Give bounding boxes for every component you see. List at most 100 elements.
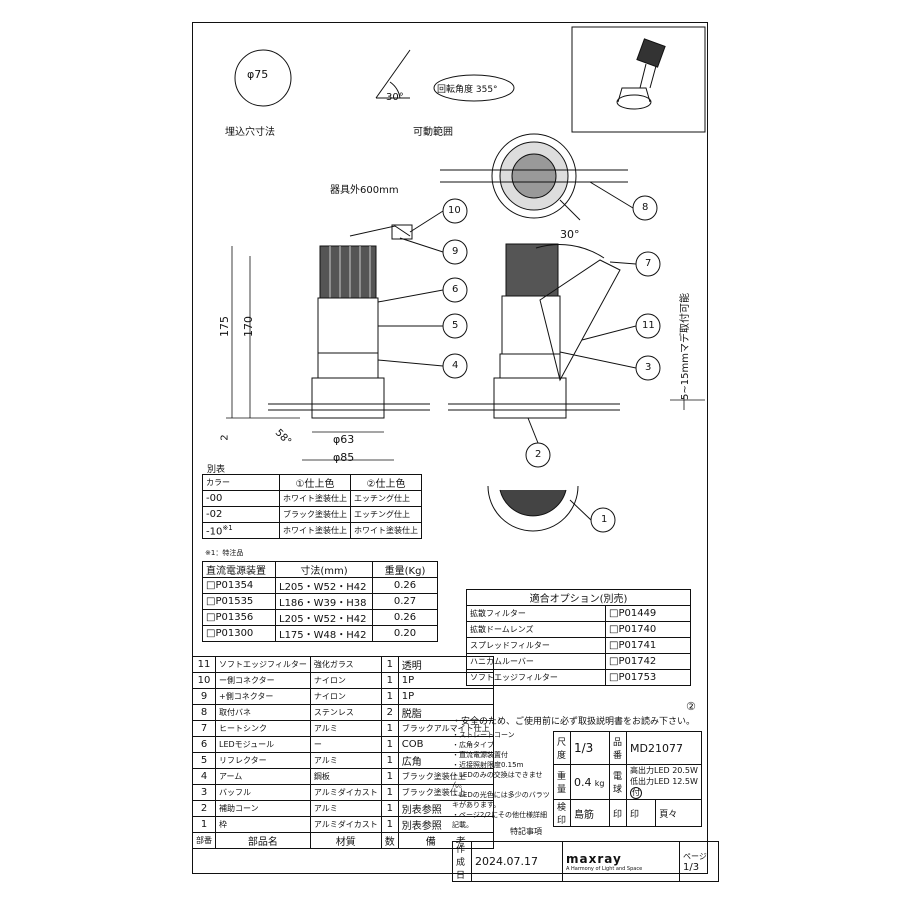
stamp: 印 bbox=[609, 799, 627, 827]
part-material: 鋼板 bbox=[309, 768, 382, 785]
psu-code: □P01354 bbox=[202, 577, 276, 594]
psu-code: □P01300 bbox=[202, 625, 276, 642]
callout-6: 6 bbox=[452, 284, 459, 295]
side-elevation bbox=[448, 243, 621, 419]
note-line: ・ページ2/2にその他仕様詳細記載。 bbox=[452, 811, 547, 829]
part-name: 補助コーン bbox=[215, 800, 311, 817]
part-name: アーム bbox=[215, 768, 311, 785]
part-note: 透明 bbox=[397, 656, 494, 673]
front-elevation bbox=[268, 224, 430, 419]
callout-8: 8 bbox=[642, 202, 649, 213]
finish2: エッチング仕上 bbox=[350, 506, 422, 523]
psu-size: L205・W52・H42 bbox=[275, 577, 373, 594]
part-qty: 1 bbox=[380, 784, 399, 801]
brand-logo: maxray bbox=[566, 851, 622, 866]
cable-length: 器具外600mm bbox=[330, 185, 399, 196]
color-code: -02 bbox=[202, 506, 280, 523]
page-label: ページ bbox=[683, 851, 707, 861]
footer-qty: 数 bbox=[380, 832, 399, 849]
rotation-angle: 回転角度 355° bbox=[437, 85, 498, 95]
pages-label: 頁々 bbox=[655, 799, 702, 827]
callout-7: 7 bbox=[645, 258, 652, 269]
part-material: 強化ガラス bbox=[309, 656, 382, 673]
option-code: □P01753 bbox=[605, 669, 691, 686]
scale-label: 尺度 bbox=[553, 731, 571, 765]
part-material: ー bbox=[309, 736, 382, 753]
psu-code: □P01535 bbox=[202, 593, 276, 610]
special-notes-label: 特記事項 bbox=[510, 827, 542, 836]
range-angle: 30° bbox=[386, 92, 404, 103]
part-no: 3 bbox=[192, 784, 216, 801]
finish2-header: ②仕上色 bbox=[350, 474, 422, 491]
top-view-lamp bbox=[440, 133, 628, 221]
note-line: ・直流電源装置付 bbox=[452, 751, 508, 759]
part-qty: 1 bbox=[380, 688, 399, 705]
callout-3: 3 bbox=[645, 362, 652, 373]
part-qty: 1 bbox=[380, 672, 399, 689]
tilt-angle: 30° bbox=[560, 228, 580, 241]
footer-material: 材質 bbox=[309, 832, 382, 849]
psu-size: L186・W39・H38 bbox=[275, 593, 373, 610]
psu-size: L205・W52・H42 bbox=[275, 609, 373, 626]
hole-caption: 埋込穴寸法 bbox=[225, 127, 275, 138]
color-header: カラー bbox=[202, 474, 280, 491]
psu-weight: 0.26 bbox=[372, 609, 438, 626]
part-name: リフレクター bbox=[215, 752, 311, 769]
safety-note: ・安全のため、ご使用前に必ず取扱説明書をお読み下さい。 bbox=[452, 717, 696, 727]
options-table: 適合オプション(別売) 拡散フィルター□P01449 拡散ドームレンズ□P017… bbox=[466, 589, 691, 686]
color-code: -10※1 bbox=[202, 522, 280, 539]
date-label: 作成日 bbox=[452, 841, 472, 882]
hole-diameter: φ75 bbox=[247, 68, 269, 81]
weight-unit: kg bbox=[594, 778, 605, 788]
color-code-text: -10 bbox=[206, 526, 223, 538]
psu-weight: 0.27 bbox=[372, 593, 438, 610]
psu-code: □P01356 bbox=[202, 609, 276, 626]
lamp-low: 低出力LED 12.5W bbox=[630, 777, 698, 786]
finish2: エッチング仕上 bbox=[350, 490, 422, 507]
weight-cell: 0.4 kg bbox=[570, 764, 610, 800]
weight-header: 重量(Kg) bbox=[372, 561, 438, 578]
option-code: □P01740 bbox=[605, 621, 691, 638]
part-no: 7 bbox=[192, 720, 216, 737]
dim-phi63: φ63 bbox=[333, 433, 355, 446]
part-qty: 1 bbox=[380, 736, 399, 753]
part-material: ナイロン bbox=[309, 672, 382, 689]
part-material: ステンレス bbox=[309, 704, 382, 721]
note-line: ・近接照射限度0.15m bbox=[452, 761, 524, 769]
part-name: バッフル bbox=[215, 784, 311, 801]
part-qty: 2 bbox=[380, 704, 399, 721]
notes-block: ・ストレートコーン ・広角タイプ ・直流電源装置付 ・近接照射限度0.15m ・… bbox=[452, 730, 552, 830]
part-no: 9 bbox=[192, 688, 216, 705]
part-no: 2 bbox=[192, 800, 216, 817]
psu-weight: 0.20 bbox=[372, 625, 438, 642]
dim-170: 170 bbox=[242, 316, 255, 337]
color-table-caption: 別表 bbox=[207, 465, 226, 475]
color-code: -00 bbox=[202, 490, 280, 507]
part-no: 5 bbox=[192, 752, 216, 769]
perspective-inset-frame bbox=[571, 26, 706, 133]
option-code: □P01742 bbox=[605, 653, 691, 670]
part-no: 1 bbox=[192, 816, 216, 833]
lamp-label: 電球 bbox=[609, 764, 627, 800]
scale-value: 1/3 bbox=[570, 731, 610, 765]
part-qty: 1 bbox=[380, 800, 399, 817]
part-no: 6 bbox=[192, 736, 216, 753]
rotation-ellipse bbox=[433, 74, 515, 102]
drawing-sheet bbox=[192, 22, 708, 874]
size-header: 寸法(mm) bbox=[275, 561, 373, 578]
finish1-header: ①仕上色 bbox=[279, 474, 351, 491]
range-caption: 可動範囲 bbox=[413, 127, 453, 138]
callout-2: 2 bbox=[535, 449, 542, 460]
option-name: 拡散フィルター bbox=[466, 605, 606, 622]
part-qty: 1 bbox=[380, 720, 399, 737]
part-name: ソフトエッジフィルター bbox=[215, 656, 311, 673]
psu-size: L175・W48・H42 bbox=[275, 625, 373, 642]
footer-name: 部品名 bbox=[215, 832, 311, 849]
option-name: スプレッドフィルター bbox=[466, 637, 606, 654]
note-line: ・LEDの光色には多少のバラツキがあります。 bbox=[452, 791, 550, 809]
